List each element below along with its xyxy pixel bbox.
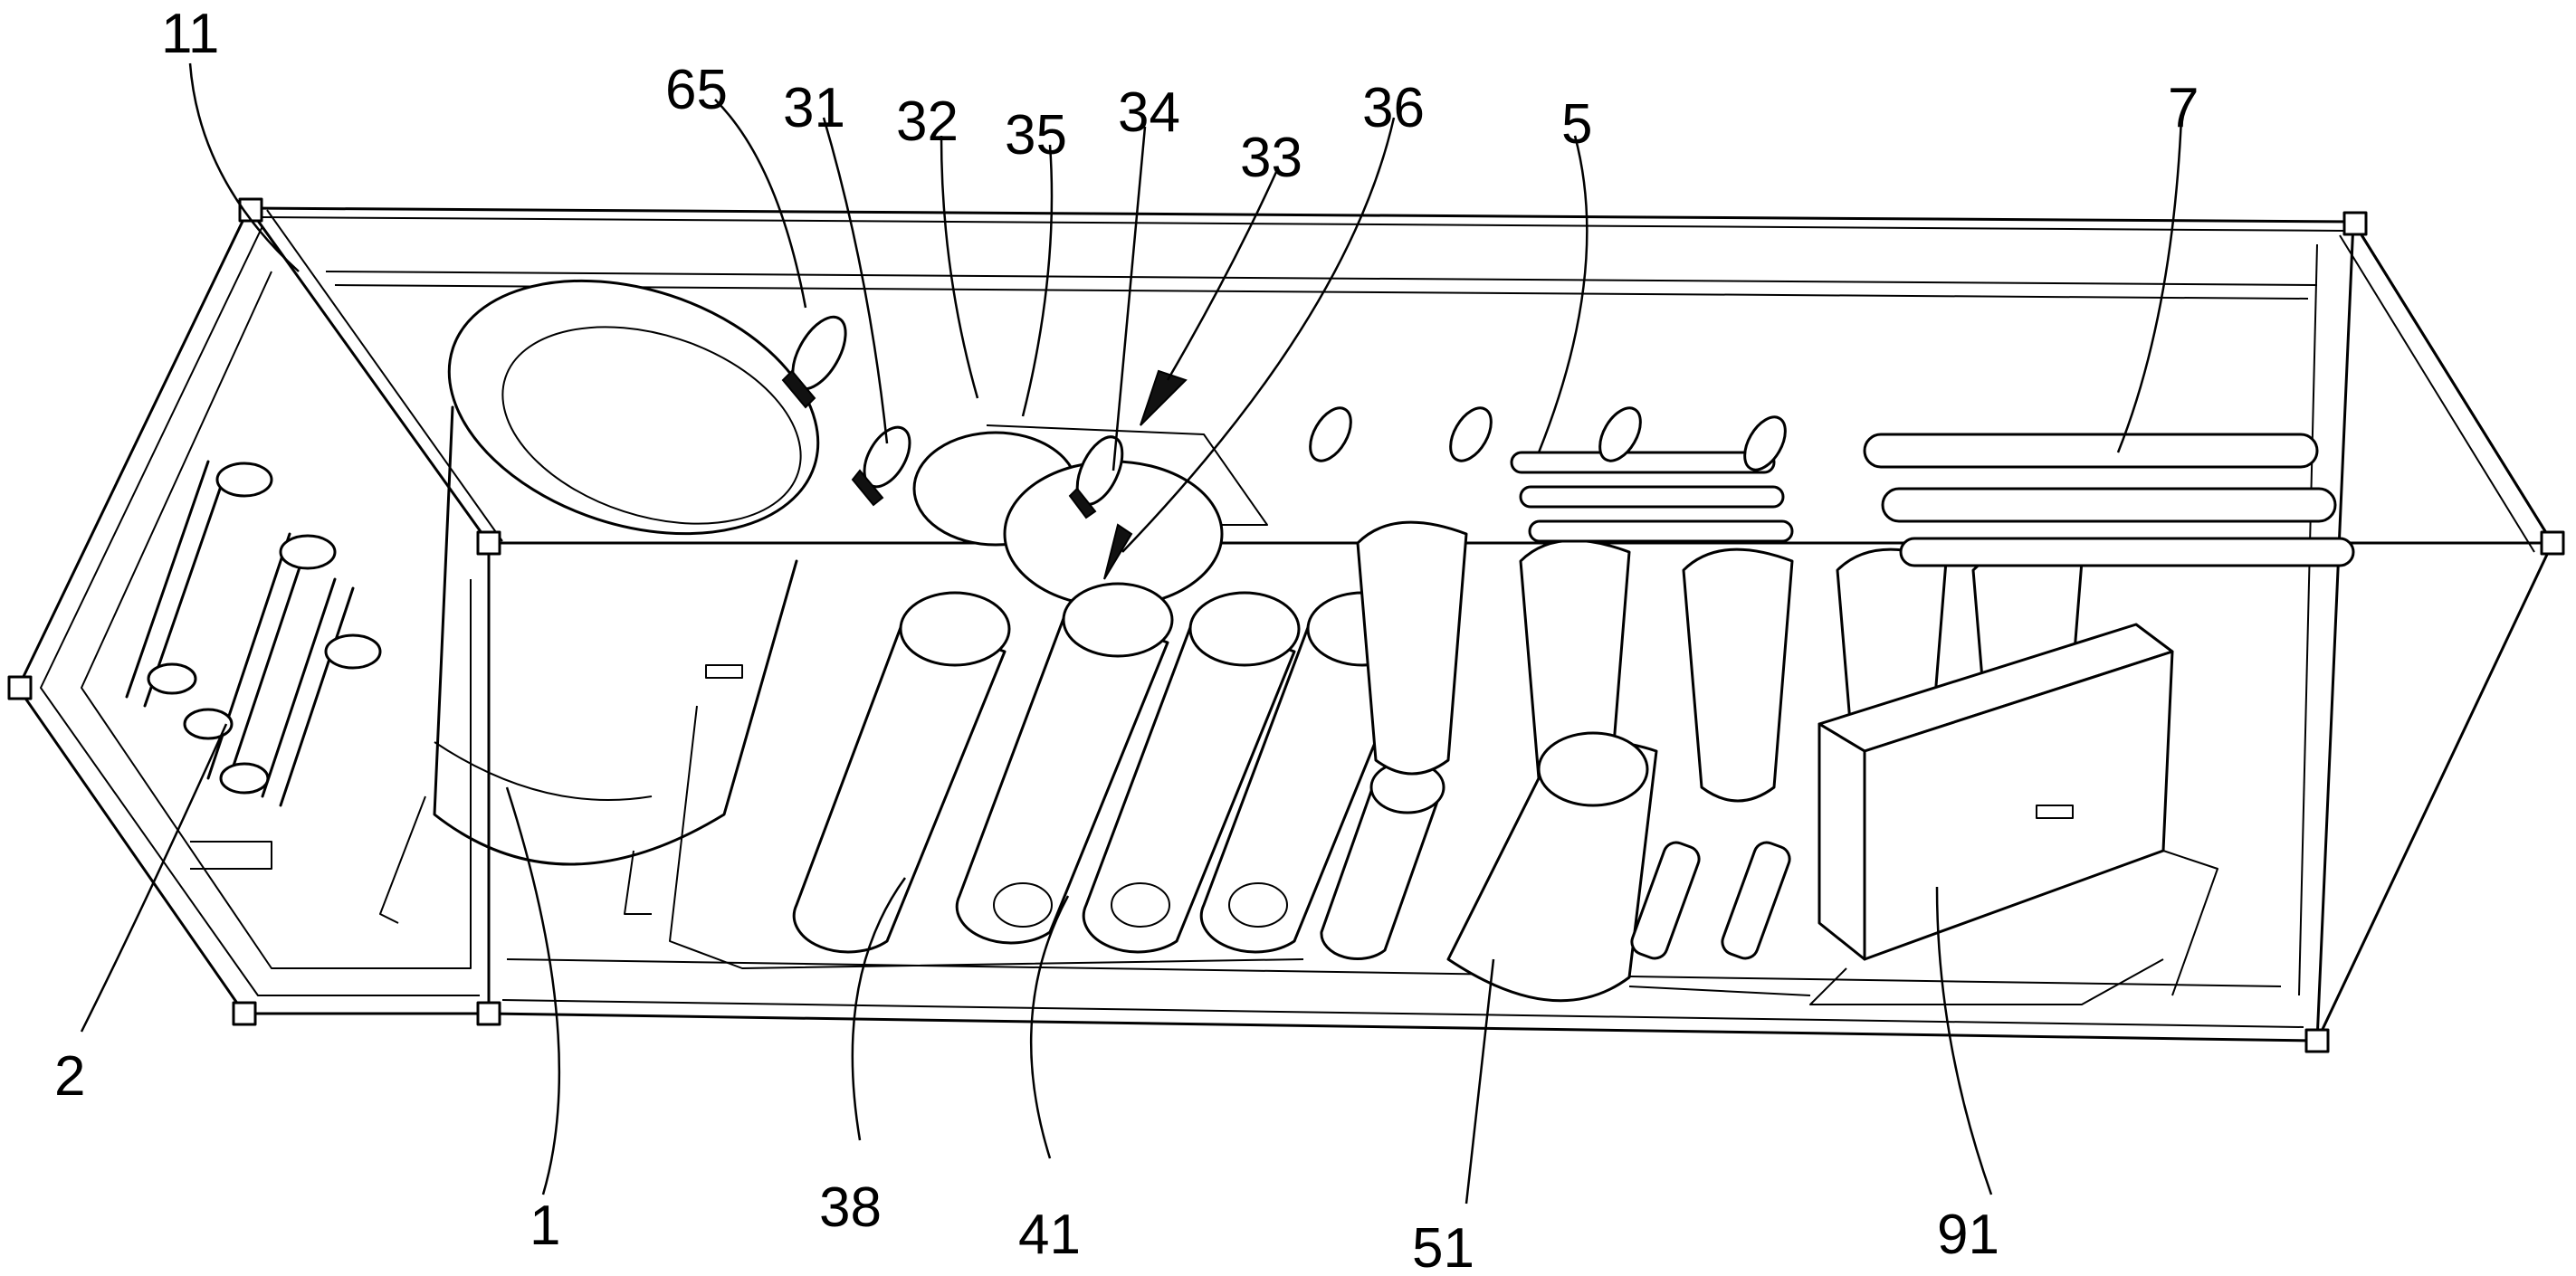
label-34: 34 <box>1118 81 1180 144</box>
label-91: 91 <box>1937 1204 1999 1266</box>
pump-31 <box>851 425 911 507</box>
label-36: 36 <box>1362 77 1425 139</box>
label-41: 41 <box>1018 1204 1081 1266</box>
label-35: 35 <box>1005 104 1067 167</box>
bag-filter <box>1320 760 1445 960</box>
tank-1 <box>379 279 820 924</box>
leader-lines <box>80 62 2183 1205</box>
label-33: 33 <box>1240 127 1302 189</box>
label-51: 51 <box>1412 1217 1474 1276</box>
label-1: 1 <box>530 1195 560 1257</box>
membrane-tubes <box>1510 433 2355 567</box>
reaction-unit-32-36 <box>912 369 1268 608</box>
tank-51 <box>1446 731 1658 1003</box>
label-5: 5 <box>1561 93 1592 156</box>
reference-numerals: 11 65 31 32 35 34 33 36 5 7 2 1 38 41 51… <box>54 3 2199 1276</box>
label-32: 32 <box>896 90 959 153</box>
box-unit-91 <box>1809 623 2218 1005</box>
pump-65 <box>781 315 847 409</box>
backwall-pumps <box>1309 406 1787 471</box>
label-65: 65 <box>665 59 728 121</box>
booster-pumps <box>1628 841 1811 996</box>
filter-columns <box>669 582 1418 969</box>
label-7: 7 <box>2168 77 2199 139</box>
label-31: 31 <box>783 77 845 139</box>
label-2: 2 <box>54 1045 85 1108</box>
container-frame <box>7 197 2565 1053</box>
inlet-pipework <box>125 460 382 870</box>
label-11: 11 <box>161 3 219 65</box>
label-38: 38 <box>819 1176 882 1239</box>
